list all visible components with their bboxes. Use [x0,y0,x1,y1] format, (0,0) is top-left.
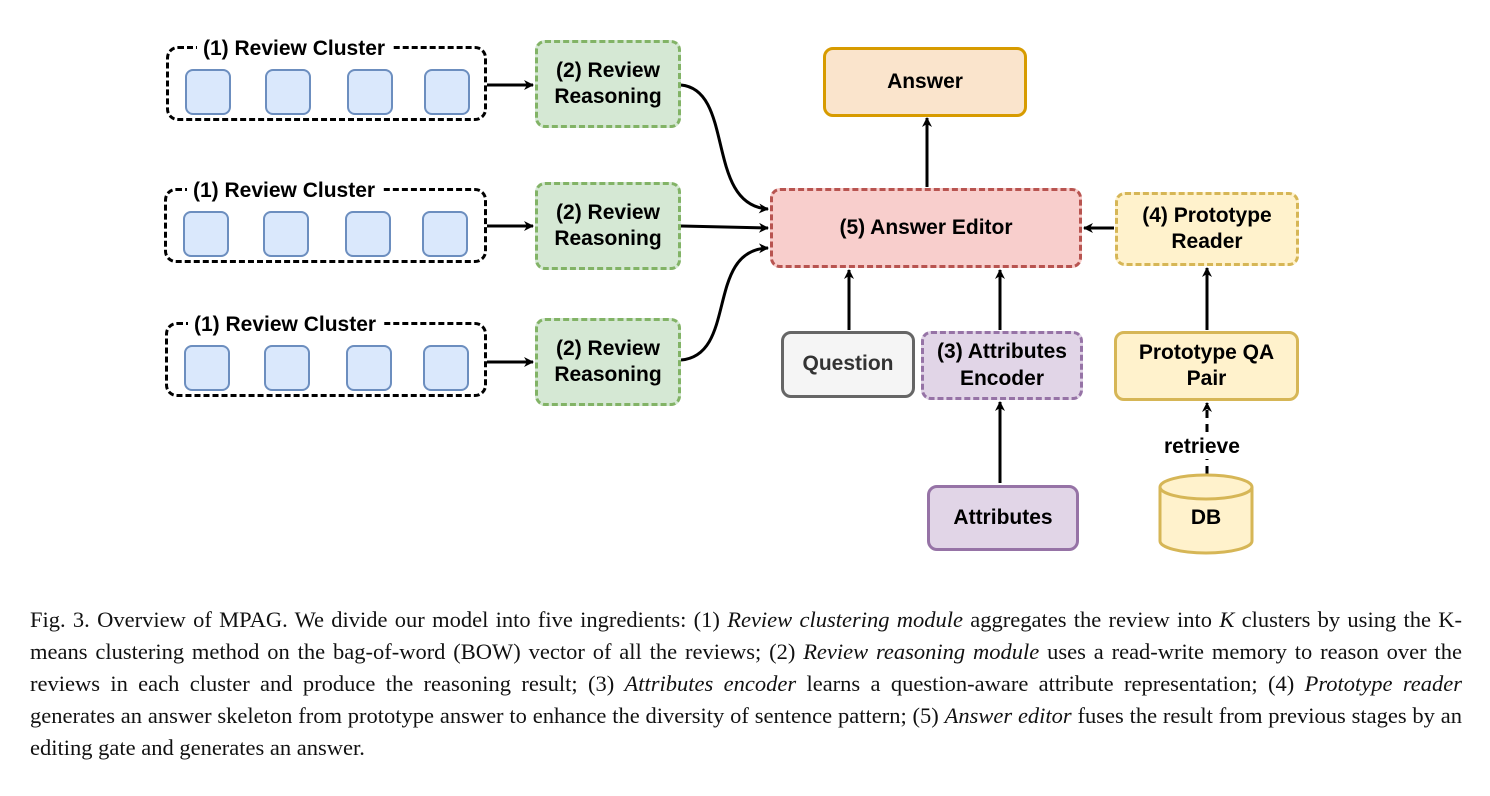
review-item [265,69,311,115]
attributes-node: Attributes [927,485,1079,551]
review-cluster-1: (1) Review Cluster [166,37,487,121]
attributes-encoder-node: (3) Attributes Encoder [921,331,1083,400]
caption-term: Prototype reader [1304,671,1462,696]
review-item [424,69,470,115]
review-cluster-3: (1) Review Cluster [165,313,487,397]
review-cluster-label: (1) Review Cluster [188,313,383,337]
caption-text: fuses the result from previous stages by… [30,703,1462,760]
edge-reasoning1-to-editor [680,83,769,214]
caption-term: K [1219,607,1235,632]
review-item [422,211,468,257]
review-item [346,345,392,391]
review-item [347,69,393,115]
figure-caption: Fig. 3. Overview of MPAG. We divide our … [30,604,1462,764]
answer-node: Answer [823,47,1027,117]
caption-text: Fig. 3. Overview of MPAG. We divide our … [30,607,728,632]
db-cylinder [1158,473,1254,555]
review-item [345,211,391,257]
review-cluster-label: (1) Review Cluster [187,179,382,203]
review-item [185,69,231,115]
caption-term: Review reasoning module [803,639,1040,664]
caption-term: Answer editor [944,703,1072,728]
review-item [423,345,469,391]
review-reasoning-2: (2) Review Reasoning [535,182,681,270]
caption-text: generates an answer skeleton from protot… [30,703,945,728]
answer-editor-node: (5) Answer Editor [770,188,1082,268]
edge-reasoning3-to-editor [680,243,769,362]
caption-text: aggregates the review into [962,607,1220,632]
review-item [183,211,229,257]
db-label: DB [1190,506,1222,529]
review-cluster-2: (1) Review Cluster [164,179,487,263]
caption-term: Attributes encoder [624,671,797,696]
caption-term: Review clustering module [727,607,963,632]
caption-text: uses a read-write memory to reason over … [30,639,1462,696]
review-reasoning-1: (2) Review Reasoning [535,40,681,128]
prototype-qa-pair-node: Prototype QA Pair [1114,331,1299,401]
prototype-reader-node: (4) Prototype Reader [1115,192,1299,266]
review-cluster-label: (1) Review Cluster [197,37,392,61]
diagram-edges [487,80,1254,555]
question-node: Question [781,331,915,398]
edge-reasoning2-to-editor [680,222,769,233]
review-item [263,211,309,257]
caption-text: learns a question-aware attribute repres… [796,671,1305,696]
caption-text: clusters by using the K-means clustering… [30,607,1462,664]
review-reasoning-3: (2) Review Reasoning [535,318,681,406]
review-item [184,345,230,391]
review-item [264,345,310,391]
retrieve-edge-label: retrieve [1162,435,1242,459]
